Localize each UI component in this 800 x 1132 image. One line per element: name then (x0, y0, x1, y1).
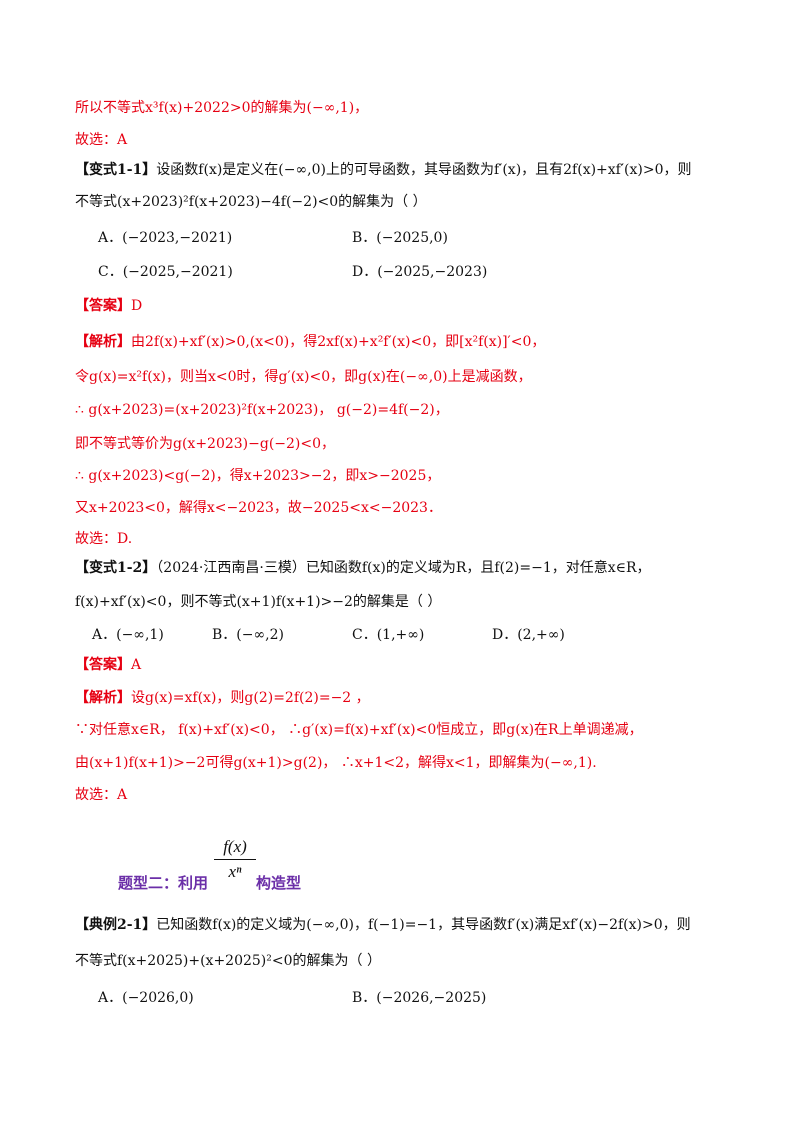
intro-choice: 故选：A (75, 132, 128, 148)
q12-answer-tag: 【答案】 (75, 657, 131, 673)
q21-stem-text1: 已知函数f(x)的定义域为(−∞,0)，f(−1)=−1，其导函数f′(x)满足… (156, 917, 691, 933)
q12-option-a[interactable]: A．(−∞,1) (92, 627, 164, 643)
q12-stem-line1: 【变式1-2】（2024·江西南昌·三模）已知函数f(x)的定义域为R，且f(2… (75, 558, 730, 578)
q12-answer: 【答案】A (75, 655, 730, 675)
q21-stem-line1: 【典例2-1】已知函数f(x)的定义域为(−∞,0)，f(−1)=−1，其导函数… (75, 915, 730, 935)
q11-analysis-line7: 故选：D. (75, 531, 133, 547)
q21-option-a[interactable]: A．(−2026,0) (98, 990, 194, 1006)
q11-stem-line2: 不等式(x+2023)²f(x+2023)−4f(−2)<0的解集为（ ） (75, 194, 427, 210)
q12-option-c[interactable]: C．(1,+∞) (352, 627, 425, 643)
q12-stem-line2: f(x)+xf′(x)<0，则不等式(x+1)f(x+1)>−2的解集是（ ） (75, 594, 442, 610)
q11-answer-value: D (131, 298, 143, 314)
q12-analysis-line3: 由(x+1)f(x+1)>−2可得g(x+1)>g(2)， ∴x+1<2，解得x… (75, 755, 597, 771)
q11-option-d[interactable]: D．(−2025,−2023) (352, 264, 488, 280)
q12-analysis-line4: 故选：A (75, 787, 128, 803)
q11-option-a[interactable]: A．(−2023,−2021) (98, 230, 233, 246)
q11-analysis-line1: 【解析】由2f(x)+xf′(x)>0,(x<0)，得2xf(x)+x²f′(x… (75, 332, 730, 352)
q11-option-c[interactable]: C．(−2025,−2021) (98, 264, 233, 280)
q11-analysis-line5: ∴ g(x+2023)<g(−2)，得x+2023>−2，即x>−2025， (75, 468, 441, 484)
q12-analysis-text1: 设g(x)=xf(x)，则g(2)=2f(2)=−2 ， (131, 690, 370, 706)
section-heading-prefix: 题型二：利用 (118, 874, 209, 892)
q12-option-d[interactable]: D．(2,+∞) (492, 627, 565, 643)
q21-tag: 【典例2-1】 (75, 917, 157, 933)
section-heading-fraction: f(x) xⁿ (214, 836, 256, 883)
q11-answer: 【答案】D (75, 296, 730, 316)
q12-analysis-line1: 【解析】设g(x)=xf(x)，则g(2)=2f(2)=−2 ， (75, 688, 730, 708)
q12-answer-value: A (131, 657, 142, 673)
q11-option-b[interactable]: B．(−2025,0) (352, 230, 448, 246)
q11-analysis-line6: 又x+2023<0，解得x<−2023，故−2025<x<−2023． (75, 500, 442, 516)
q11-analysis-line3: ∴ g(x+2023)=(x+2023)²f(x+2023)， g(−2)=4f… (75, 402, 449, 418)
q11-analysis-line2: 令g(x)=x²f(x)，则当x<0时，得g′(x)<0，即g(x)在(−∞,0… (75, 369, 532, 385)
q11-analysis-text1: 由2f(x)+xf′(x)>0,(x<0)，得2xf(x)+x²f′(x)<0，… (131, 334, 546, 350)
fraction-numerator: f(x) (223, 837, 247, 856)
fraction-denominator: xⁿ (228, 862, 242, 881)
q11-stem-text1: 设函数f(x)是定义在(−∞,0)上的可导函数，其导函数为f′(x)，且有2f(… (156, 162, 692, 178)
q11-analysis-tag: 【解析】 (75, 334, 131, 350)
q12-analysis-tag: 【解析】 (75, 690, 131, 706)
q11-stem-line1: 【变式1-1】设函数f(x)是定义在(−∞,0)上的可导函数，其导函数为f′(x… (75, 160, 730, 180)
intro-conclusion: 所以不等式x³f(x)+2022>0的解集为(−∞,1)， (75, 100, 369, 116)
fraction-bar (214, 859, 256, 860)
q21-option-b[interactable]: B．(−2026,−2025) (352, 990, 487, 1006)
section-heading-suffix: 构造型 (256, 874, 302, 892)
q12-stem-text1: （2024·江西南昌·三模）已知函数f(x)的定义域为R，且f(2)=−1，对任… (156, 560, 651, 576)
q12-option-b[interactable]: B．(−∞,2) (212, 627, 284, 643)
q12-tag: 【变式1-2】 (75, 560, 157, 576)
q21-stem-line2: 不等式f(x+2025)+(x+2025)²<0的解集为（ ） (75, 953, 381, 969)
q11-analysis-line4: 即不等式等价为g(x+2023)−g(−2)<0， (75, 436, 336, 452)
section-heading: 题型二：利用 构造型 (118, 872, 301, 893)
q11-tag: 【变式1-1】 (75, 162, 157, 178)
q12-analysis-line2: ∵对任意x∈R， f(x)+xf′(x)<0， ∴g′(x)=f(x)+xf′(… (75, 722, 643, 738)
q11-answer-tag: 【答案】 (75, 298, 131, 314)
